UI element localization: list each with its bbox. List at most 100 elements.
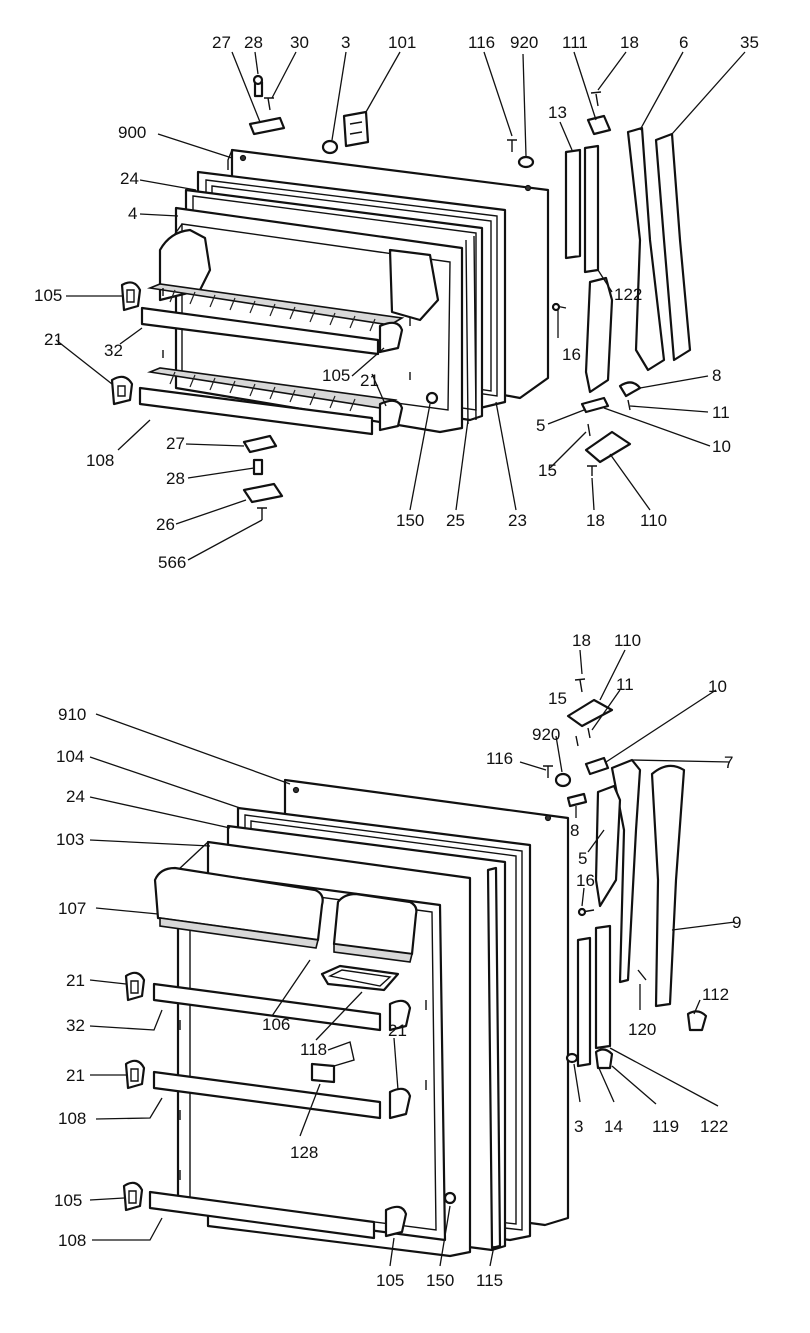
plug-3	[321, 139, 339, 155]
callout-920-lower: 920	[532, 725, 560, 744]
callout-32: 32	[104, 341, 123, 360]
callout-21-lower-b: 21	[388, 1021, 407, 1040]
handle-strip-122	[583, 144, 600, 274]
callout-21-shelf: 21	[360, 371, 379, 390]
cap-112	[686, 1010, 708, 1032]
screw-18-lower	[574, 678, 586, 693]
hinge-plate-10	[580, 396, 610, 414]
screw-18-bottom	[587, 465, 597, 476]
screw-116	[507, 139, 517, 152]
callout-7: 7	[724, 753, 733, 772]
callout-103: 103	[56, 830, 84, 849]
callout-101: 101	[388, 33, 416, 52]
callout-35: 35	[740, 33, 759, 52]
screw-11	[627, 399, 631, 411]
shelf-bar-108	[138, 386, 374, 436]
callout-8-lower: 8	[570, 821, 579, 840]
end-cap-105-lower	[122, 1181, 144, 1212]
callout-105-lower-b: 105	[376, 1271, 404, 1290]
callout-9: 9	[732, 913, 741, 932]
handle-cover-9	[650, 764, 686, 1008]
egg-tray-118	[320, 964, 400, 992]
button-920	[517, 155, 535, 169]
top-hinge-110-lower	[566, 698, 614, 728]
callout-23: 23	[508, 511, 527, 530]
callout-15: 15	[538, 461, 557, 480]
callout-28-bottom: 28	[166, 469, 185, 488]
hinge-5-lower	[594, 784, 622, 908]
callout-110-lower: 110	[614, 631, 641, 650]
callout-5: 5	[536, 416, 545, 435]
callout-16-lower: 16	[576, 871, 595, 890]
callout-3-lower: 3	[574, 1117, 583, 1136]
gasket-strip-115	[486, 866, 502, 1250]
callout-115: 115	[476, 1271, 503, 1290]
callout-910: 910	[58, 705, 86, 724]
upper-door-assembly	[110, 74, 692, 520]
handle-7	[610, 758, 642, 984]
handle-strip-122-lower	[594, 924, 612, 1050]
callout-4: 4	[128, 204, 137, 223]
callout-119: 119	[652, 1117, 679, 1136]
callout-128: 128	[290, 1143, 318, 1162]
callout-27-bottom: 27	[166, 434, 185, 453]
callout-32-lower: 32	[66, 1016, 85, 1035]
callout-6: 6	[679, 33, 688, 52]
callout-150: 150	[396, 511, 424, 530]
screw-18-top	[590, 91, 602, 107]
hinge-bushing-27-bottom	[242, 434, 278, 454]
callout-106: 106	[262, 1015, 290, 1034]
callout-110: 110	[640, 511, 667, 530]
callout-30: 30	[290, 33, 309, 52]
callout-3: 3	[341, 33, 350, 52]
hinge-111	[586, 114, 612, 136]
callout-14: 14	[604, 1117, 623, 1136]
spacer-119	[594, 1048, 614, 1070]
end-cap-21-lower-a	[124, 971, 146, 1002]
lower-door-assembly	[122, 678, 708, 1258]
lower-callout-labels: 18 110 15 11 10 910 920 116 7 104 24 8 1…	[54, 631, 741, 1290]
screw-566	[257, 507, 267, 520]
shelf-bar-108-middle	[152, 1070, 382, 1120]
plug-3-lower	[565, 1052, 579, 1064]
shim-8	[618, 381, 642, 398]
leader-lines	[55, 51, 746, 1267]
callout-18: 18	[620, 33, 639, 52]
end-cap-105-left	[120, 281, 142, 312]
callout-112: 112	[702, 985, 729, 1004]
butter-door-106	[332, 892, 418, 956]
callout-120: 120	[628, 1020, 656, 1039]
upper-callout-labels: 27 28 30 3 101 116 920 111 18 6 35 900 2…	[34, 33, 759, 572]
screw-116-lower	[543, 765, 553, 778]
callout-5-lower: 5	[578, 849, 587, 868]
callout-150-lower: 150	[426, 1271, 454, 1290]
shelf-end-cap-21	[378, 399, 404, 432]
callout-108-lower-b: 108	[58, 1231, 86, 1250]
callout-118: 118	[300, 1040, 327, 1059]
hinge-plate-26	[242, 482, 284, 504]
button-920-lower	[554, 772, 572, 788]
callout-116-lower: 116	[486, 749, 513, 768]
callout-105-lower-a: 105	[54, 1191, 82, 1210]
callout-10: 10	[712, 437, 731, 456]
callout-122-lower: 122	[700, 1117, 728, 1136]
pin-28-bottom	[252, 458, 264, 476]
callout-122: 122	[614, 285, 642, 304]
callout-21-lower-a: 21	[66, 971, 85, 990]
callout-108-lower-a: 108	[58, 1109, 86, 1128]
label-128	[310, 1062, 336, 1084]
callout-24-lower: 24	[66, 787, 85, 806]
callout-28: 28	[244, 33, 263, 52]
callout-11: 11	[712, 403, 730, 422]
end-cap-21-lower-b	[124, 1059, 146, 1090]
callout-920: 920	[510, 33, 538, 52]
callout-11-lower: 11	[616, 675, 634, 694]
callout-107: 107	[58, 899, 86, 918]
screw-120	[637, 969, 647, 981]
callout-105-shelf: 105	[322, 366, 350, 385]
callout-104: 104	[56, 747, 84, 766]
shim-8-lower	[566, 792, 588, 808]
shelf-bar-32-lower	[152, 982, 382, 1032]
